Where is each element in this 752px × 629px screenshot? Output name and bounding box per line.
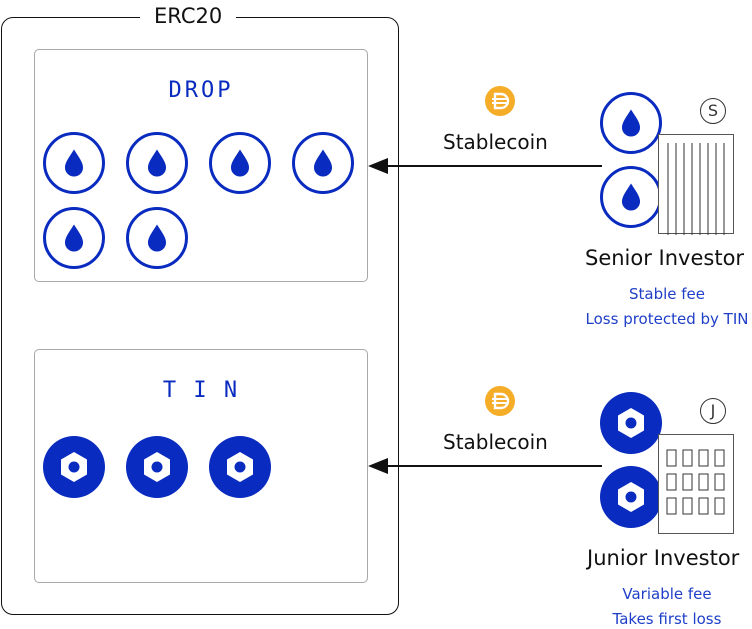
junior-investor: J bbox=[598, 392, 752, 542]
drop-token-icon bbox=[600, 92, 662, 154]
senior-flow-label: Stablecoin bbox=[443, 130, 548, 154]
senior-investor-name: Senior Investor bbox=[585, 246, 745, 270]
water-drop-icon bbox=[147, 224, 167, 252]
senior-note-loss: Loss protected by TIN bbox=[585, 310, 749, 328]
water-drop-icon bbox=[64, 224, 84, 252]
water-drop-icon bbox=[313, 149, 333, 177]
water-drop-icon bbox=[230, 149, 250, 177]
senior-flow-arrow bbox=[368, 158, 602, 174]
tin-token-icon bbox=[600, 392, 662, 454]
drop-token-icon bbox=[43, 207, 105, 269]
junior-flow-label: Stablecoin bbox=[443, 430, 548, 454]
water-drop-icon bbox=[64, 149, 84, 177]
junior-badge: J bbox=[700, 398, 726, 424]
drop-panel: DROP bbox=[34, 49, 368, 282]
drop-token-icon bbox=[292, 132, 354, 194]
drop-token-icon bbox=[126, 207, 188, 269]
water-drop-icon bbox=[147, 149, 167, 177]
drop-token-icon bbox=[43, 132, 105, 194]
senior-building-icon bbox=[658, 134, 734, 235]
tin-token-icon bbox=[43, 436, 105, 498]
tin-token-icon bbox=[126, 436, 188, 498]
junior-note-loss: Takes first loss bbox=[612, 610, 722, 628]
junior-building-icon bbox=[658, 434, 734, 534]
erc20-label: ERC20 bbox=[140, 4, 237, 28]
tin-token-icon bbox=[209, 436, 271, 498]
tin-title: T I N bbox=[162, 378, 240, 403]
tin-panel: T I N bbox=[34, 349, 368, 583]
water-drop-icon bbox=[621, 109, 641, 137]
drop-token-icon bbox=[209, 132, 271, 194]
water-drop-icon bbox=[621, 183, 641, 211]
senior-badge: S bbox=[700, 98, 726, 124]
junior-note-fee: Variable fee bbox=[622, 585, 712, 603]
drop-token-icon bbox=[126, 132, 188, 194]
drop-title: DROP bbox=[168, 78, 234, 103]
dai-coin-icon bbox=[485, 86, 515, 116]
junior-flow-arrow bbox=[368, 458, 602, 474]
dai-coin-icon bbox=[485, 386, 515, 416]
senior-investor: S bbox=[598, 92, 752, 242]
senior-note-fee: Stable fee bbox=[628, 285, 706, 303]
drop-token-icon bbox=[600, 166, 662, 228]
tin-token-icon bbox=[600, 466, 662, 528]
junior-investor-name: Junior Investor bbox=[587, 546, 740, 570]
